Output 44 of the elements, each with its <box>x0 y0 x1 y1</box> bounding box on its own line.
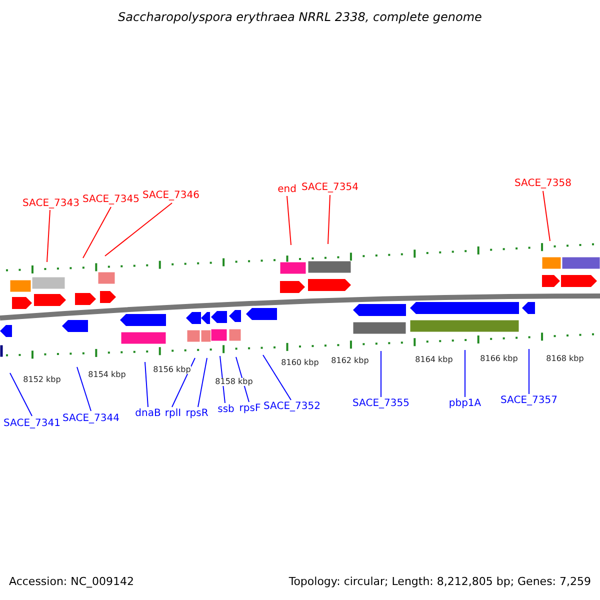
scale-label: 8166 kbp <box>480 355 518 363</box>
title: Saccharopolyspora erythraea NRRL 2338, complete genome <box>118 11 482 23</box>
gene-label: rpsF <box>239 404 261 414</box>
gene-label: rplI <box>164 409 182 419</box>
gene-label: SACE_7345 <box>82 195 140 205</box>
leader-line <box>380 350 382 398</box>
leader-line <box>262 354 292 400</box>
scale-label: 8164 kbp <box>415 356 453 364</box>
scale-label: 8156 kbp <box>153 366 191 374</box>
gene-label: rpsR <box>186 409 208 419</box>
gene-label: SACE_7341 <box>4 419 60 429</box>
scale-label: 8152 kbp <box>23 376 61 384</box>
gene-label: SACE_7357 <box>500 396 558 406</box>
scale-label: 8162 kbp <box>331 357 369 365</box>
genome-stats-text: Topology: circular; Length: 8,212,805 bp; Genes: 7,259 <box>288 576 591 587</box>
gene-label: SACE_7346 <box>142 191 200 201</box>
accession-text: Accession: NC_009142 <box>9 576 134 587</box>
leader-line <box>286 196 292 246</box>
gene-label: SACE_7343 <box>22 199 80 209</box>
gene-label: SACE_7355 <box>352 399 410 409</box>
gene-label: pbp1A <box>448 399 482 409</box>
leader-line <box>528 348 530 394</box>
scale-label: 8168 kbp <box>546 355 584 363</box>
leader-line <box>46 210 50 262</box>
gene-label: dnaB <box>135 409 161 419</box>
scale-label: 8158 kbp <box>215 378 253 386</box>
leader-line <box>104 202 172 256</box>
leader-line <box>198 358 208 408</box>
gene-label: SACE_7358 <box>514 179 572 189</box>
gene-label: SACE_7352 <box>264 402 320 412</box>
gene-label: ssb <box>218 405 234 415</box>
scale-label: 8154 kbp <box>88 371 126 379</box>
leader-line <box>464 350 466 398</box>
gene-label: SACE_7344 <box>62 414 120 424</box>
leader-line <box>328 194 330 244</box>
leader-line <box>542 190 550 242</box>
leader-line <box>76 366 92 412</box>
scale-label: 8160 kbp <box>281 359 319 367</box>
gene-label: end <box>278 185 296 195</box>
leader-line <box>82 206 112 258</box>
leader-line <box>172 358 196 408</box>
leader-line <box>10 372 32 416</box>
leader-line <box>144 362 148 408</box>
gene-label: SACE_7354 <box>302 183 358 193</box>
